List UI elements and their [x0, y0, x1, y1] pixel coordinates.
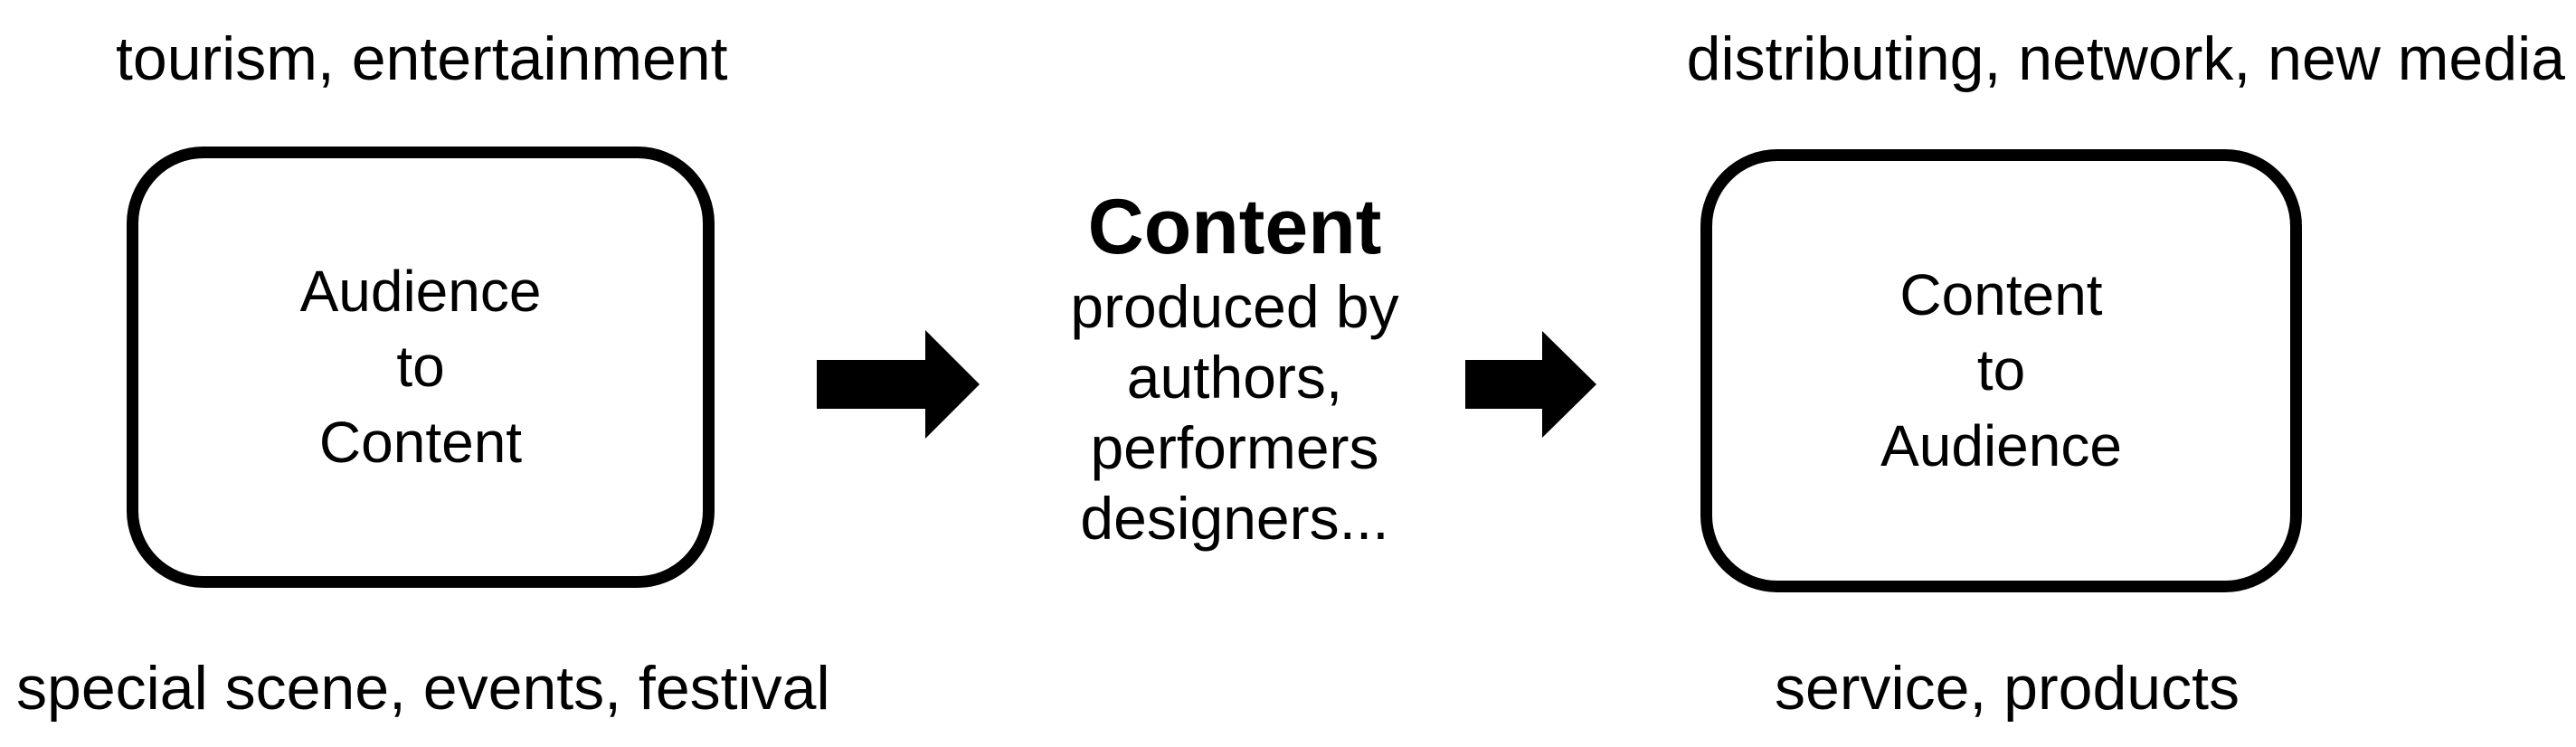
box-label-line: to [1976, 337, 2026, 403]
bottom-right-label: service, products [1775, 654, 2240, 723]
content-to-audience-box: Content to Audience [1700, 149, 2302, 592]
center-title: Content [1087, 184, 1382, 270]
bottom-left-label: special scene, events, festival [16, 654, 830, 723]
center-text-line: produced by [1070, 272, 1399, 340]
audience-to-content-box: Audience to Content [127, 147, 715, 588]
center-text-line: designers... [1080, 484, 1389, 552]
center-text-line: performers [1090, 413, 1379, 481]
top-right-label: distributing, network, new media [1686, 24, 2565, 93]
center-text-line: authors, [1126, 343, 1343, 411]
audience-to-content-box-label: Audience to Content [300, 254, 542, 480]
center-content-text: Content produced by authors, performers … [941, 183, 1529, 553]
box-label-line: to [396, 334, 445, 400]
box-label-line: Content [318, 409, 523, 475]
arrow-right-icon [817, 330, 980, 439]
arrow-right-icon [1465, 331, 1596, 438]
content-to-audience-box-label: Content to Audience [1880, 258, 2122, 484]
top-left-label: tourism, entertainment [116, 24, 728, 93]
box-label-line: Content [1899, 262, 2103, 328]
box-label-line: Audience [299, 259, 542, 325]
box-label-line: Audience [1880, 412, 2122, 478]
